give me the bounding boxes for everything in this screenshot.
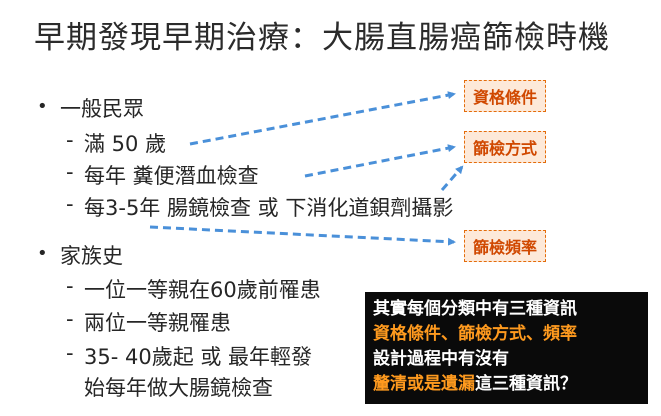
section2-item-two-relatives: 兩位一等親罹患 [84,311,231,335]
section2-item-one-relative: 一位一等親在60歲前罹患 [84,278,321,302]
page-title: 早期發現早期治療：大腸直腸癌篩檢時機 [34,20,610,56]
bullet-icon: • [37,96,48,117]
section1-item-colonoscopy: 每3-5年 腸鏡檢查 或 下消化道鋇劑攝影 [84,196,454,220]
callout-line-1: 其實每個分類中有三種資訊 [373,299,577,319]
section1-heading: 一般民眾 [60,97,144,121]
dash-icon: - [66,160,74,184]
section2-item-age-start: 35- 40歲起 或 最年輕發 [84,345,313,369]
dash-icon: - [66,192,74,216]
dash-icon: - [66,274,74,298]
section2-item-annual: 始每年做大腸鏡檢查 [84,376,273,400]
callout-highlight: 釐清或是遺漏 [373,374,475,394]
tag-screening-method: 篩檢方式 [464,131,547,163]
callout-line-4-rest: 這三種資訊？ [475,374,577,394]
callout-line-2: 資格條件、篩檢方式、頻率 [373,324,577,344]
arrow-to-method-2 [440,165,464,191]
arrow-to-eligibility [189,91,456,146]
dash-icon: - [66,307,74,331]
section1-item-fobt: 每年 糞便潛血檢查 [84,164,259,188]
arrow-to-method-1 [304,144,456,178]
callout-box: 其實每個分類中有三種資訊 資格條件、篩檢方式、頻率 設計過程中有沒有 釐清或是遺… [365,292,648,404]
dash-icon: - [66,341,74,365]
callout-line-4: 釐清或是遺漏這三種資訊？ [373,372,640,397]
callout-line-3: 設計過程中有沒有 [373,349,509,369]
section1-item-age: 滿 50 歲 [84,132,167,156]
bullet-icon: • [37,243,48,264]
tag-screening-frequency: 篩檢頻率 [464,230,547,262]
tag-eligibility: 資格條件 [464,80,547,112]
section2-heading: 家族史 [60,244,123,268]
arrow-to-frequency [149,225,456,246]
dash-icon: - [66,128,74,152]
